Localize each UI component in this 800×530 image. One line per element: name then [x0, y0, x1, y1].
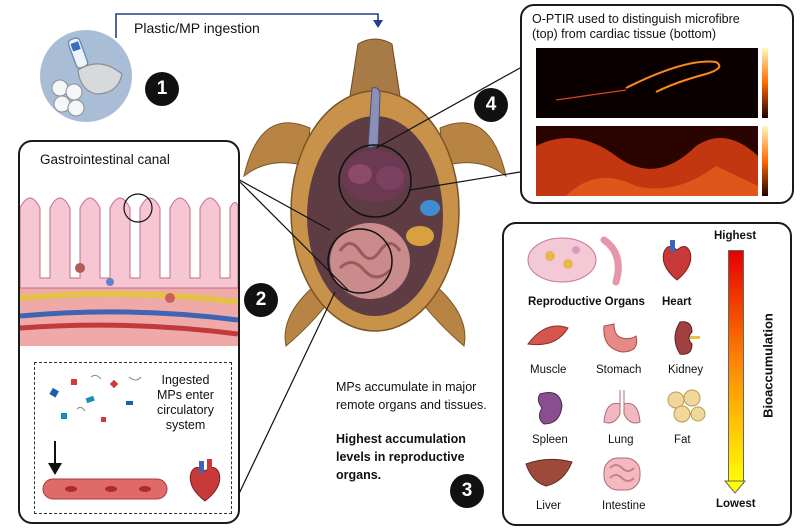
liver-label: Liver	[536, 500, 561, 512]
stomach-label: Stomach	[596, 364, 642, 376]
reproductive-label: Reproductive Organs	[528, 296, 645, 308]
heart-organ-icon	[662, 240, 692, 281]
cardiac-tissue-image	[536, 126, 758, 196]
blood-vessel-icon	[42, 478, 168, 500]
optir-title-line-2: (top) from cardiac tissue (bottom)	[532, 27, 717, 41]
bioaccumulation-scale	[728, 250, 744, 484]
accumulation-text: MPs accumulate in major remote organs an…	[336, 378, 487, 414]
muscle-icon	[527, 325, 569, 346]
optir-panel: O-PTIR used to distinguish microfibre (t…	[520, 4, 794, 204]
highest-accumulation-text: Highest accumulation levels in reproduct…	[336, 430, 466, 484]
optir-title: O-PTIR used to distinguish microfibre (t…	[532, 12, 740, 42]
ingestion-label: Plastic/MP ingestion	[134, 20, 260, 36]
kidney-icon	[674, 321, 700, 355]
step-2-badge: 2	[244, 283, 278, 317]
heart-icon	[189, 459, 221, 502]
inset-line-2: MPs enter	[157, 388, 214, 402]
intestinal-villi-illustration	[20, 193, 238, 346]
reproductive-organs-icon	[527, 236, 622, 286]
inset-line-3: circulatory	[157, 403, 214, 417]
kidney-label: Kidney	[668, 364, 704, 376]
organ-bioaccumulation-panel: Reproductive Organs Heart Muscle Stomach…	[502, 222, 792, 526]
intestine-label: Intestine	[602, 500, 646, 512]
heart-label: Heart	[662, 296, 692, 308]
down-arrow-icon	[48, 441, 62, 475]
highest-line-1: Highest accumulation	[336, 432, 466, 446]
spleen-label: Spleen	[532, 434, 568, 446]
lung-label: Lung	[608, 434, 634, 446]
microplastic-fragments-icon	[49, 374, 142, 422]
accumulation-line-2: remote organs and tissues.	[336, 398, 487, 412]
highest-line-3: organs.	[336, 468, 382, 482]
accumulation-line-1: MPs accumulate in major	[336, 380, 477, 394]
plastic-waste-icon	[40, 30, 132, 122]
stomach-icon	[603, 323, 638, 353]
inset-line-1: Ingested	[161, 373, 210, 387]
mp-circulation-inset: Ingested MPs enter circulatory system	[34, 362, 232, 514]
lung-icon	[603, 390, 641, 424]
bioaccumulation-axis-label: Bioaccumulation	[760, 313, 776, 418]
cardiac-colorbar	[762, 126, 768, 196]
fat-label: Fat	[674, 434, 691, 446]
ingestion-arrow	[115, 13, 383, 38]
turtle-illustration	[243, 38, 507, 347]
step-3-badge: 3	[450, 474, 484, 508]
gi-canal-panel: Gastrointestinal canal Ingested MPs ente…	[18, 140, 240, 524]
highest-line-2: levels in reproductive	[336, 450, 465, 464]
inset-text: Ingested MPs enter circulatory system	[157, 373, 214, 433]
step-1-badge: 1	[145, 72, 179, 106]
microfibre-image	[536, 48, 758, 118]
inset-line-4: system	[165, 418, 206, 432]
gi-canal-title: Gastrointestinal canal	[40, 152, 170, 167]
optir-title-line-1: O-PTIR used to distinguish microfibre	[532, 12, 740, 26]
scale-lowest-label: Lowest	[716, 498, 756, 510]
microfibre-colorbar	[762, 48, 768, 118]
scale-arrow-icon	[724, 480, 746, 494]
liver-icon	[525, 458, 573, 487]
step-4-badge: 4	[474, 88, 508, 122]
spleen-icon	[537, 392, 563, 425]
scale-highest-label: Highest	[714, 230, 757, 242]
intestine-icon	[603, 457, 641, 491]
muscle-label: Muscle	[530, 364, 567, 376]
fat-icon	[667, 389, 706, 423]
